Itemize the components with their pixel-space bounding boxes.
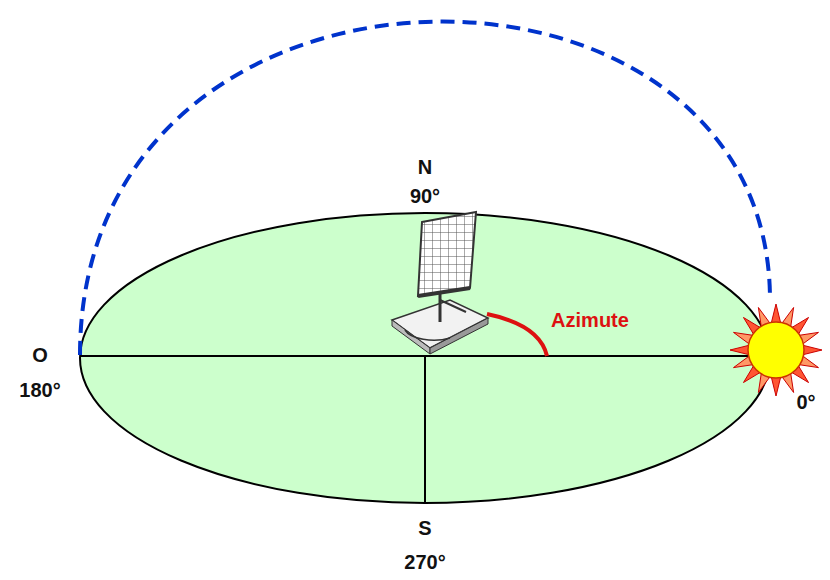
solar-panel	[418, 212, 476, 296]
south-axis	[424, 356, 426, 503]
sun-disc	[748, 322, 804, 378]
base-front	[430, 318, 488, 354]
azimuth-arc	[487, 314, 547, 356]
panel-frame	[418, 288, 470, 296]
angle-label: 180°	[19, 379, 60, 401]
angle-label: 0°	[796, 391, 815, 413]
solar-tracker	[392, 212, 488, 354]
horizon-plane	[80, 213, 770, 503]
sun	[730, 304, 822, 396]
compass-label: N	[418, 156, 432, 178]
angle-label: 90°	[410, 185, 440, 207]
strut	[440, 300, 466, 312]
angle-label: 270°	[404, 551, 445, 573]
sun-path	[80, 22, 770, 355]
compass-label: S	[418, 517, 431, 539]
base-scale	[405, 330, 450, 340]
base-side	[392, 320, 430, 354]
compass-label: O	[32, 344, 48, 366]
azimuth-label: Azimute	[551, 309, 629, 331]
